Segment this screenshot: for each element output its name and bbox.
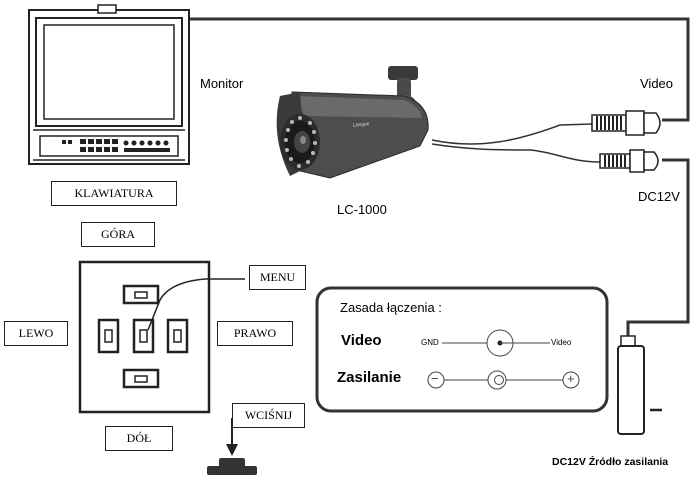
legend-box bbox=[315, 286, 609, 413]
camera-cable-video bbox=[431, 123, 593, 145]
keypad-right-label: PRAWO bbox=[217, 321, 293, 346]
dc12v-label: DC12V bbox=[638, 189, 680, 204]
dc-cable bbox=[626, 158, 690, 340]
keypad-menu-label: MENU bbox=[249, 265, 306, 290]
legend-video-pin-label: Video bbox=[551, 338, 572, 347]
legend-gnd-label: GND bbox=[421, 338, 439, 347]
camera-device bbox=[276, 66, 429, 179]
legend-power-label: Zasilanie bbox=[337, 369, 402, 386]
dc-connector bbox=[599, 149, 659, 173]
power-source-label: DC12V Źródło zasilania bbox=[552, 456, 669, 468]
video-label: Video bbox=[640, 76, 674, 91]
keypad-title: KLAWIATURA bbox=[51, 181, 177, 206]
keypad-down-label: DÓŁ bbox=[105, 426, 173, 451]
legend-title: Zasada łączenia : bbox=[340, 300, 442, 315]
video-cable bbox=[185, 17, 690, 122]
legend-minus-sign: − bbox=[431, 371, 439, 386]
camera-model-label: LC-1000 bbox=[337, 202, 387, 217]
legend-plus-sign: + bbox=[567, 371, 575, 386]
keypad-press-label: WCIŚNIJ bbox=[232, 403, 305, 428]
menu-leader bbox=[147, 278, 245, 331]
power-supply-device bbox=[617, 335, 662, 435]
monitor-label: Monitor bbox=[200, 76, 244, 91]
keypad-left-label: LEWO bbox=[4, 321, 68, 346]
camera-cable-dc bbox=[431, 143, 601, 163]
monitor-device bbox=[28, 4, 190, 165]
keypad-up-label: GÓRA bbox=[81, 222, 155, 247]
legend-video-label: Video bbox=[341, 332, 382, 349]
keypad-panel bbox=[78, 260, 211, 414]
video-connector bbox=[591, 110, 661, 136]
